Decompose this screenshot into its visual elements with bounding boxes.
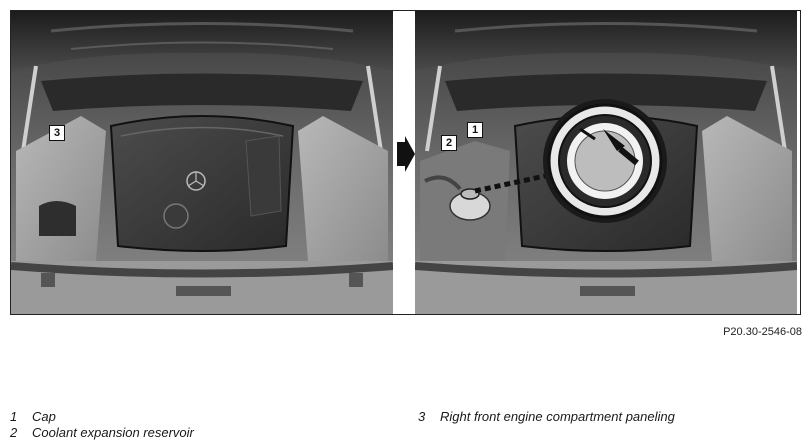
legend-number: 2: [10, 425, 18, 440]
legend-item-2: 2 Coolant expansion reservoir: [10, 425, 194, 441]
callout-3: 3: [49, 125, 65, 141]
legend-text: Cap: [32, 409, 56, 424]
arrow-right-icon: [397, 136, 415, 172]
callout-2: 2: [441, 135, 457, 151]
engine-bay-photo-right: 2 1: [415, 11, 797, 314]
engine-bay-photo-left: 3: [11, 11, 393, 314]
legend-text: Right front engine compartment paneling: [440, 409, 675, 424]
legend-text: Coolant expansion reservoir: [32, 425, 194, 440]
engine-bay-illustration-left: [11, 11, 393, 314]
figure-frame: 3: [10, 10, 801, 315]
legend-item-3: 3 Right front engine compartment paneling: [418, 409, 675, 425]
legend-item-1: 1 Cap: [10, 409, 56, 425]
legend-number: 1: [10, 409, 18, 424]
engine-bay-illustration-right: [415, 11, 797, 314]
callout-1: 1: [467, 122, 483, 138]
figure-reference-code: P20.30-2546-08: [723, 326, 802, 338]
legend-number: 3: [418, 409, 426, 424]
